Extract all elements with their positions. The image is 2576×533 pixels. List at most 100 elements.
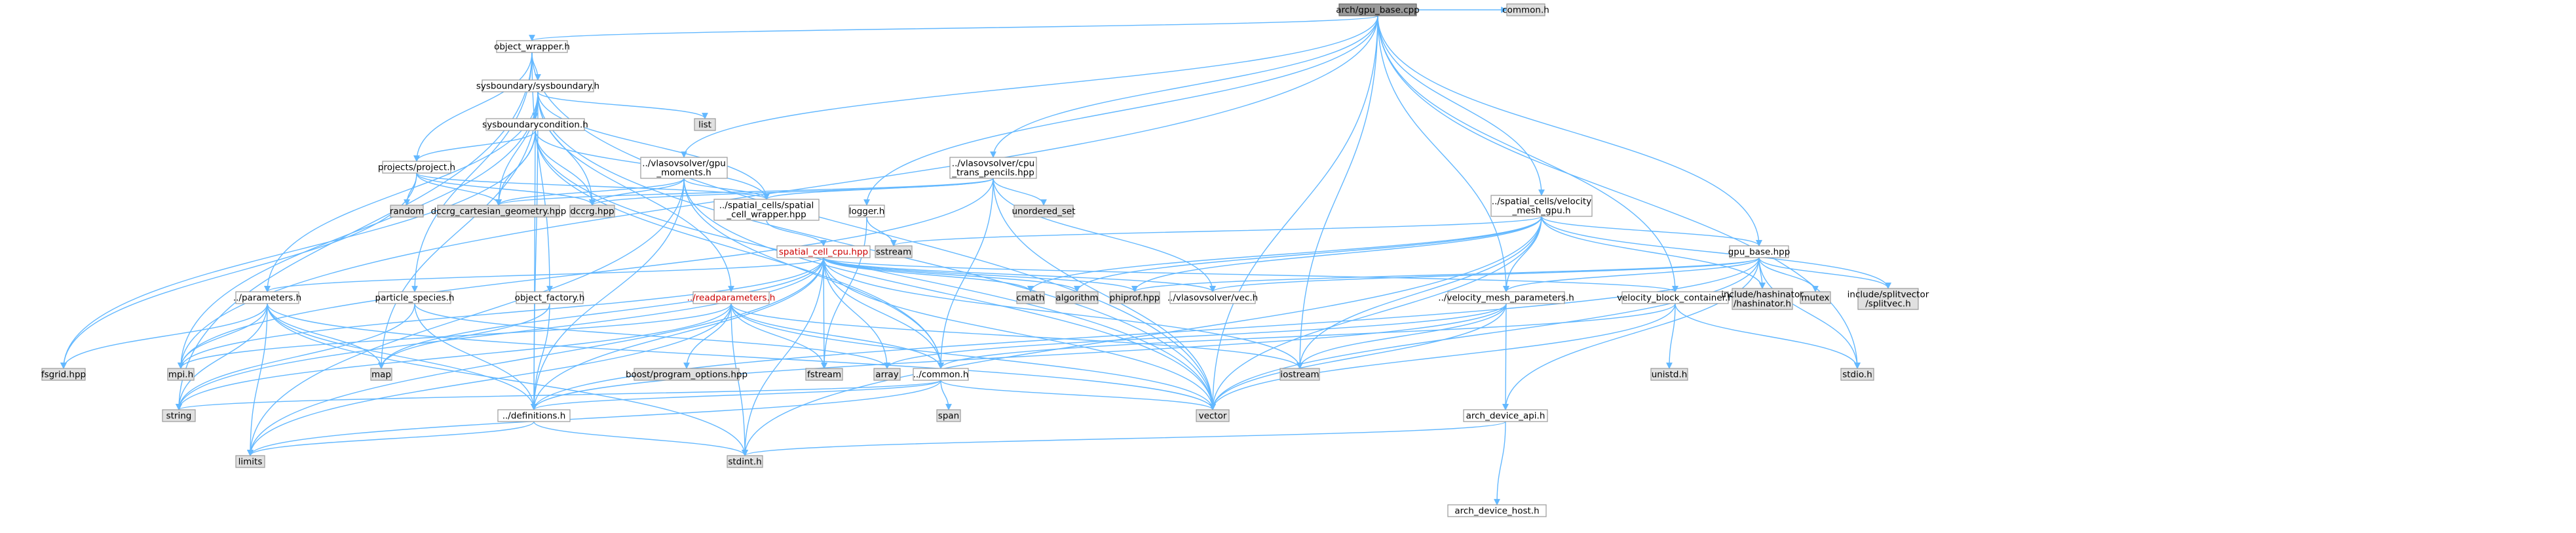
node-label: cmath [1017,293,1045,304]
edge-sysboundary-to-mpi_h [178,91,539,369]
node-stdint: stdint.h [727,455,763,468]
node-definitions[interactable]: ../definitions.h [497,409,571,422]
node-label: fsgrid.hpp [41,370,86,380]
node-label: sysboundarycondition.h [482,120,588,130]
edge-gpu_base_hpp-to-vector [1209,257,1760,410]
node-label: gpu_base.hpp [1728,247,1790,258]
edge-sysboundarycondition-to-fsgrid [60,130,536,369]
node-box [913,368,969,381]
node-mutex: mutex [1800,291,1831,304]
node-object-wrapper[interactable]: object_wrapper.h [494,40,570,53]
node-label: string [166,411,192,422]
edge-parameters-to-fsgrid [60,303,268,369]
node-logger[interactable]: logger.h [848,205,885,218]
node-label: ../spatial_cells/spatial [719,201,814,211]
node-projects-project[interactable]: projects/project.h [378,161,455,174]
node-label: random [390,207,424,217]
edge-root-to-vector [1209,15,1378,410]
node-box [162,409,196,422]
node-gpu-base-hpp[interactable]: gpu_base.hpp [1728,245,1790,258]
edge-layer [60,7,1891,505]
node-label: include/hashinator [1721,290,1804,300]
node-sysboundarycondition[interactable]: sysboundarycondition.h [482,118,588,131]
node-box [1109,291,1160,304]
edge-sysboundarycondition-to-projects_project [413,130,536,162]
edge-root-to-gpu_base_hpp [1377,15,1762,247]
edge-projects_project-to-dccrg_cartesian [416,172,502,206]
node-arch-device-api[interactable]: arch_device_api.h [1463,409,1548,422]
node-spatial-cell-wrapper[interactable]: ../spatial_cells/spatial_cell_wrapper.hp… [713,199,820,221]
node-label: _mesh_gpu.h [1511,206,1570,216]
node-box [496,40,568,53]
node-velocity-mesh-gpu[interactable]: ../spatial_cells/velocity_mesh_gpu.h [1490,195,1593,217]
edge-vlasov_gpu_moments-to-definitions [531,178,685,410]
node-iostream: iostream [1279,368,1320,381]
node-vlasov-vec[interactable]: ../vlasovsolver/vec.h [1167,291,1258,304]
edge-vlasov_gpu_moments-to-dccrg_cartesian [495,178,685,206]
node-root[interactable]: arch/gpu_base.cpp [1336,3,1420,16]
edge-projects_project-to-random [404,172,417,206]
edge-velocity_mesh_gpu-to-algorithm [1074,216,1542,292]
edge-parameters-to-string [176,303,268,410]
node-label: /splitvec.h [1865,299,1911,309]
edge-velocity_mesh_gpu-to-splitvec [1541,216,1891,289]
node-vlasov-gpu-moments[interactable]: ../vlasovsolver/gpu_moments.h [640,157,728,179]
node-label: _cell_wrapper.hpp [726,210,806,220]
edge-velocity_mesh_params-to-array [884,303,1507,369]
node-box [848,205,885,218]
edge-arch_device_api-to-arch_device_host [1494,421,1506,505]
node-label: dccrg_cartesian_geometry.hpp [431,207,567,217]
node-common-rel[interactable]: ../common.h [913,368,969,381]
node-readparameters[interactable]: ../readparameters.h [687,291,776,304]
node-map: map [370,368,392,381]
node-spatial-cell-cpu[interactable]: spatial_cell_cpu.hpp [776,245,871,258]
node-velocity-mesh-params[interactable]: ../velocity_mesh_parameters.h [1438,291,1574,304]
edge-velocity_mesh_gpu-to-sstream [890,216,1542,247]
edge-logger-to-sstream [866,216,897,247]
edge-particle_species-to-definitions [414,303,537,410]
edge-root-to-velocity_mesh_params [1377,15,1509,292]
edge-spatial_cell_cpu-to-velocity_block_container [823,257,1678,292]
node-label: vector [1199,411,1227,422]
node-label: _trans_pencils.hpp [951,168,1034,178]
node-box [727,455,763,468]
node-label: spatial_cell_cpu.hpp [779,247,868,258]
edge-gpu_base_hpp-to-definitions [531,257,1760,410]
edge-gpu_base_hpp-to-velocity_mesh_params [1503,257,1760,292]
node-velocity-block-container[interactable]: velocity_block_container.h [1617,291,1733,304]
edge-gpu_base_hpp-to-mutex [1758,257,1819,292]
node-box [1800,291,1831,304]
node-label: arch_device_host.h [1454,506,1539,517]
node-list: list [694,118,716,131]
node-box [497,409,571,422]
edge-readparameters-to-mpi_h [178,303,732,369]
node-label: ../velocity_mesh_parameters.h [1438,293,1574,304]
edge-gpu_base_hpp-to-splitvec [1758,257,1891,289]
edge-vlasov_cpu_trans-to-spatial_cell_wrapper [763,178,994,200]
node-sysboundary[interactable]: sysboundary/sysboundary.h [476,79,599,92]
node-array: array [873,368,901,381]
node-particle-species[interactable]: particle_species.h [375,291,455,304]
edge-root-to-vlasov_cpu_trans [990,15,1378,158]
node-label: mpi.h [168,370,193,380]
edge-vlasov_cpu_trans-to-dccrg_cartesian [495,178,994,206]
edge-readparameters-to-common_rel [730,303,944,369]
node-box [694,118,716,131]
edge-root-to-vlasov_gpu_moments [681,15,1378,158]
edge-velocity_mesh_params-to-iostream [1297,303,1507,369]
edge-vlasov_cpu_trans-to-vector [993,178,1216,410]
node-box [569,205,615,218]
edge-sysboundary-to-list [537,91,708,119]
node-box [1506,3,1545,16]
edge-readparameters-to-fstream [730,303,827,369]
edge-velocity_block_container-to-stdio [1675,303,1861,369]
edge-spatial_cell_cpu-to-common_rel [823,257,944,369]
node-label: fstream [807,370,841,380]
node-object-factory[interactable]: object_factory.h [515,291,585,304]
node-box [482,79,594,92]
node-parameters[interactable]: ../parameters.h [233,291,301,304]
node-arch-device-host[interactable]: arch_device_host.h [1447,504,1547,517]
edge-root-to-stdio [1377,15,1861,369]
node-box [235,455,265,468]
node-vlasov-cpu-trans[interactable]: ../vlasovsolver/cpu_trans_pencils.hpp [949,157,1037,179]
